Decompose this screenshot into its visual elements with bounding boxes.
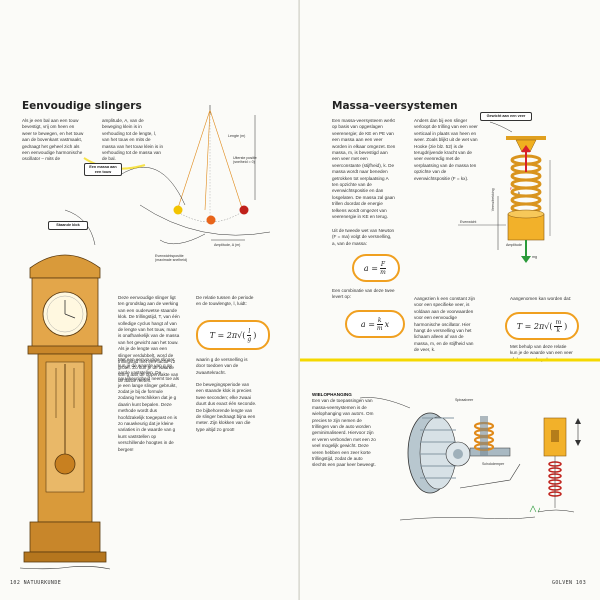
section-title-pendulum: Eenvoudige slingers [22, 100, 142, 112]
assumption-text: Aangenomen kan worden dat: [510, 296, 572, 301]
amplitude-label: Amplitude, A (m) [214, 243, 241, 247]
period-relation-text: De relatie tussen de periode en de touwl… [196, 295, 254, 307]
decorative-curve [300, 358, 600, 409]
svg-text:k: k [518, 190, 520, 195]
vertical-oscillation-paragraph: Anders dan bij een slinger verloopt de t… [414, 118, 478, 181]
suspension-heading: WIELOPHANGING [312, 392, 352, 397]
pendulum-bob-right [239, 205, 249, 215]
wheel-suspension-illustration [400, 412, 540, 521]
clock-period-paragraph: De bewegingsperiode van een staande klok… [196, 382, 257, 432]
weight-arrow [521, 256, 531, 263]
left-page-folio: 102 NATUURKUNDE [10, 580, 62, 586]
mass-on-string-tag: Een massa aan een touw [84, 163, 122, 177]
suspension-body: Een van de toepassingen van massa-veersy… [312, 398, 376, 468]
extreme-position-label: Uiterste positie (snelheid = 0) [233, 156, 257, 165]
conditions-paragraph: Aangezien k een constant zijn voor een s… [414, 296, 476, 353]
combination-paragraph: Een combinatie van deze twee levert op: [332, 288, 395, 300]
pendulum-bob-middle [206, 215, 216, 225]
right-page-folio: GOLVEN 103 [552, 580, 587, 586]
mg-label: mg [532, 255, 537, 259]
left-page: Eenvoudige slingers Als je een bal aan e… [10, 100, 271, 586]
spring-equilibrium-label: Evenwicht [460, 220, 477, 224]
shock-absorber-label: Schokdemper [482, 462, 505, 466]
right-page: Massa–veersystemen Een massa-veersysteem… [300, 0, 600, 600]
gravity-paragraph: Met een eenvoudige slinger kun je de waa… [118, 357, 180, 452]
gravity-note: waarin g de versnelling is door toedoen … [196, 357, 248, 375]
grandfather-clock-illustration [19, 254, 111, 570]
intro-paragraph-2: amplitude, A, van de beweging klein is i… [102, 118, 164, 162]
suspension-section: WIELOPHANGING Een van de toepassingen va… [312, 392, 376, 469]
newton-paragraph: Uit de tweede wet van Newton (F = ma) vo… [332, 228, 395, 246]
length-label: Lengte (m) [228, 134, 246, 138]
spring-amplitude-label: Amplitude [506, 243, 522, 247]
coil-spring-label: Spiraalveer [455, 398, 474, 402]
intro-paragraph-1: Als je een bal aan een touw bevestigt, v… [22, 118, 84, 162]
spring-diagram: k F [458, 121, 551, 263]
equilibrium-label: Evenwichtspositie (maximale snelheid) [155, 254, 188, 263]
suspension-spring-mass-illustration [537, 417, 581, 513]
clock-paragraph: Deze eenvoudige slinger ligt ten grondsl… [118, 295, 180, 384]
spring-intro-paragraph: Een massa-veersysteem werkt op basis van… [332, 118, 396, 220]
grandfather-clock-tag: Staande klok [48, 221, 88, 230]
svg-text:F: F [510, 186, 513, 191]
spring-force-arrow [521, 145, 531, 152]
pendulum-bob-left [173, 205, 183, 215]
weight-on-spring-tag: Gewicht aan een veer [480, 112, 532, 121]
section-title-spring: Massa–veersystemen [332, 100, 458, 112]
